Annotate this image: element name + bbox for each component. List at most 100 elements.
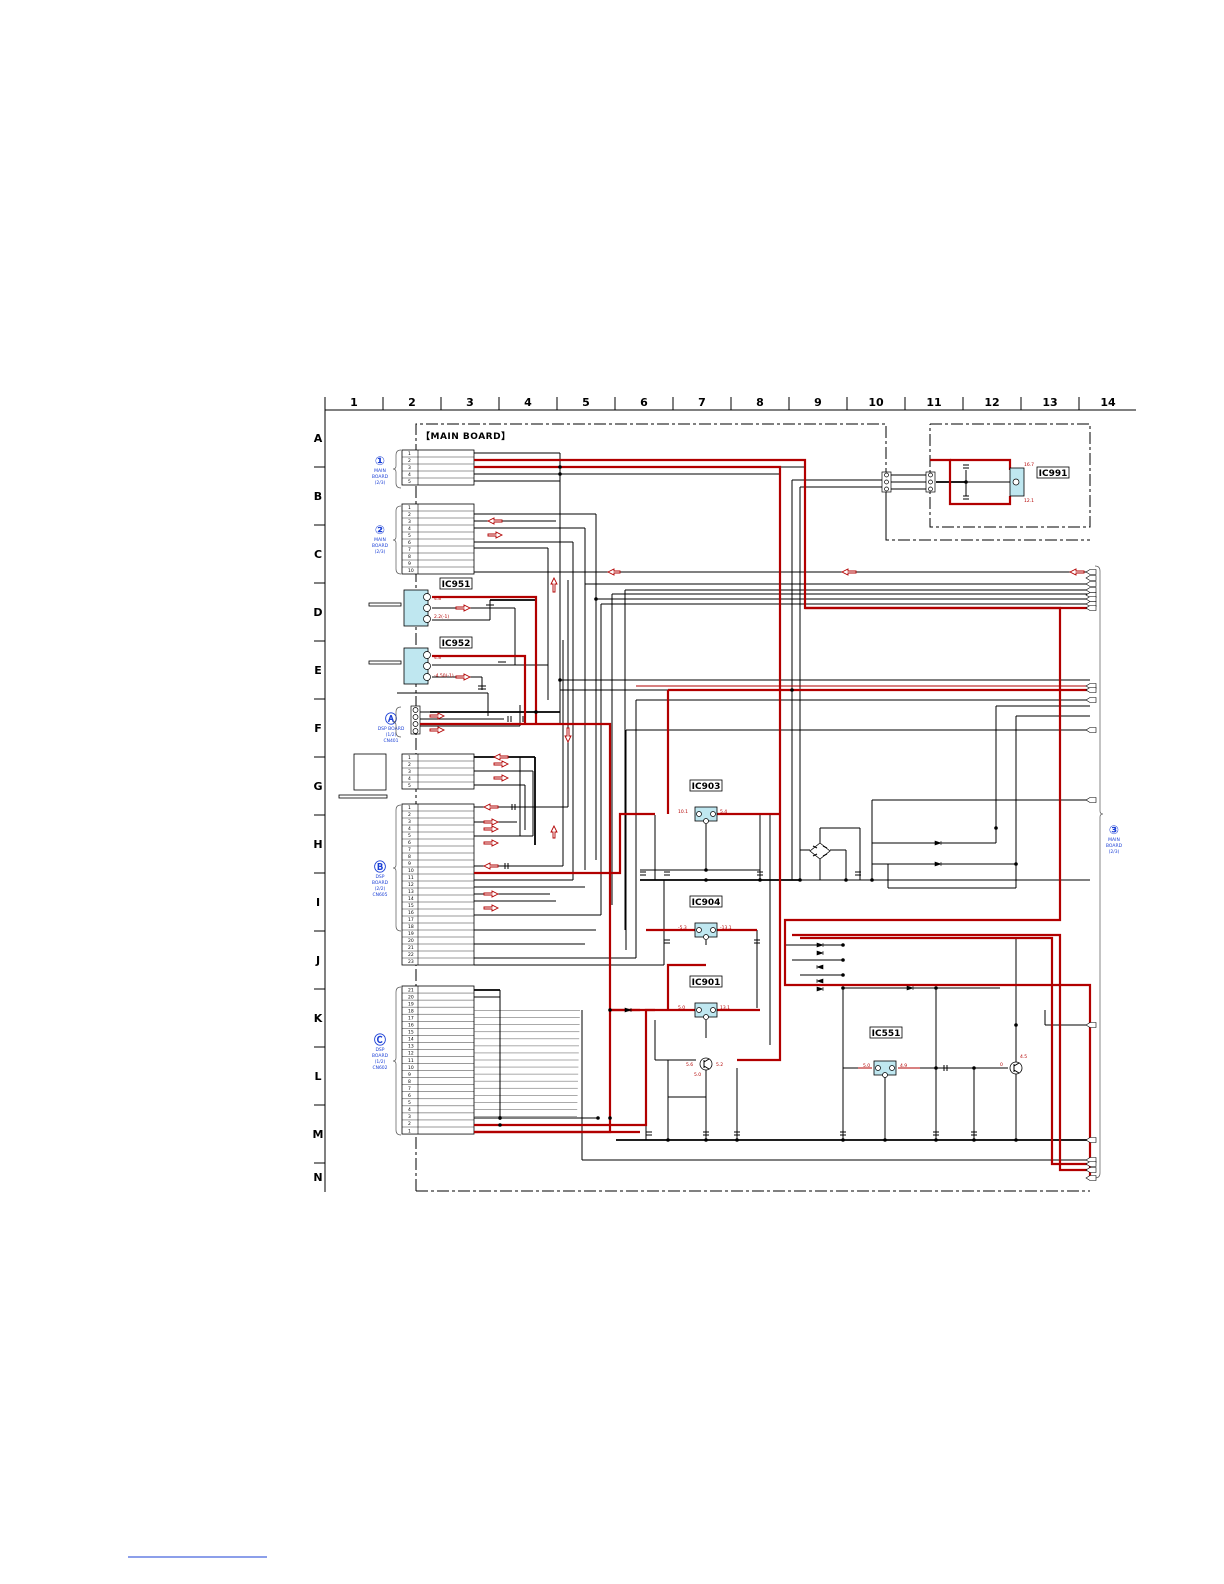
pin-number: 13 — [408, 1044, 414, 1050]
pin-number: 17 — [408, 917, 414, 923]
grid-frame — [314, 397, 1136, 1192]
svg-text:BOARD: BOARD — [372, 1053, 389, 1059]
pin-number: 20 — [408, 938, 414, 944]
svg-text:IC903: IC903 — [692, 782, 721, 792]
svg-text:IC551: IC551 — [872, 1029, 901, 1039]
svg-text:DSP: DSP — [375, 1047, 384, 1053]
svg-text:CN602: CN602 — [372, 1065, 387, 1071]
svg-text:(2/3): (2/3) — [375, 549, 386, 555]
grid-col-label: 9 — [814, 396, 822, 409]
connector-3-terminal[interactable] — [1085, 727, 1097, 733]
transistor-q551[interactable]: 0 4.5 — [1000, 1054, 1027, 1075]
grid-row-label: C — [314, 548, 322, 561]
pin-number: 16 — [408, 1023, 414, 1029]
pin-number: 3 — [408, 819, 411, 825]
connector-3-terminal[interactable] — [1085, 1167, 1097, 1173]
grid-col-label: 5 — [582, 396, 590, 409]
connector-3-terminal[interactable] — [1085, 687, 1097, 693]
pin-number: 4 — [408, 826, 411, 832]
pin-number: 3 — [408, 465, 411, 471]
svg-text:IC991: IC991 — [1039, 469, 1068, 479]
svg-text:(2/2): (2/2) — [375, 886, 386, 892]
svg-text:5.4: 5.4 — [720, 809, 727, 815]
pin-number: 6 — [408, 540, 411, 546]
svg-text:4.5: 4.5 — [1020, 1054, 1027, 1060]
grid-row-label: I — [316, 896, 320, 909]
connector-3-terminal[interactable] — [1085, 605, 1097, 611]
pin-number: 1 — [408, 451, 411, 457]
transistor-q901[interactable]: 5.6 5.2 5.0 — [686, 1057, 723, 1078]
pin-number: 11 — [408, 875, 414, 881]
svg-text:(1/2): (1/2) — [386, 732, 397, 738]
grid-col-label: 4 — [524, 396, 532, 409]
pin-number: 9 — [408, 561, 411, 567]
grid-row-label: K — [314, 1012, 323, 1025]
svg-text:MAIN: MAIN — [1108, 837, 1120, 843]
pin-number: 22 — [408, 952, 414, 958]
svg-text:4.8: 4.8 — [434, 655, 441, 661]
svg-text:MAIN: MAIN — [374, 468, 386, 474]
pin-number: 2 — [408, 812, 411, 818]
svg-text:③: ③ — [1109, 823, 1119, 837]
pin-number: 5 — [408, 1100, 411, 1106]
pin-number: 7 — [408, 1086, 411, 1092]
grid-col-label: 7 — [698, 396, 706, 409]
connector-3-terminal[interactable] — [1085, 1161, 1097, 1167]
pin-number: 15 — [408, 1030, 414, 1036]
svg-text:Ⓑ: Ⓑ — [374, 859, 386, 874]
connector-3-terminal[interactable] — [1085, 1022, 1097, 1028]
connector-3-terminal[interactable] — [1085, 1175, 1097, 1181]
pin-number: 16 — [408, 910, 414, 916]
grid-row-label: E — [314, 664, 322, 677]
ic991[interactable]: IC991 16.7 12.1 — [881, 462, 1070, 504]
svg-text:IC951: IC951 — [442, 580, 471, 590]
connector-3-terminal[interactable] — [1085, 587, 1097, 593]
g-module — [338, 602, 402, 799]
svg-text:DSP: DSP — [375, 874, 384, 880]
pin-number: 1 — [408, 505, 411, 511]
pin-number: 18 — [408, 1008, 414, 1014]
ic903[interactable]: IC903 10.1 5.4 — [678, 779, 727, 824]
grid-row-label: H — [313, 838, 322, 851]
connector-3-terminal[interactable] — [1085, 697, 1097, 703]
connector-3-terminal[interactable] — [1085, 581, 1097, 587]
ic951[interactable]: IC951 4.8 2.2(-1) — [403, 577, 473, 627]
connector-3-terminals[interactable] — [1085, 569, 1097, 1181]
pin-number: 12 — [408, 1051, 414, 1057]
svg-text:Ⓒ: Ⓒ — [374, 1032, 386, 1047]
pin-number: 1 — [408, 805, 411, 811]
svg-text:IC952: IC952 — [442, 639, 471, 649]
svg-text:①: ① — [375, 454, 385, 468]
connector-3-terminal[interactable] — [1085, 797, 1097, 803]
connector-brackets — [392, 449, 1104, 1179]
power-traces[interactable] — [420, 458, 1092, 1178]
connector-3-terminal[interactable] — [1085, 569, 1097, 575]
ic901[interactable]: IC901 5.0 13.1 — [678, 975, 730, 1020]
svg-text:(1/2): (1/2) — [375, 1059, 386, 1065]
grid-row-label: N — [313, 1171, 322, 1184]
pin-number: 4 — [408, 1107, 411, 1113]
svg-text:5.0: 5.0 — [694, 1072, 701, 1078]
grid-col-label: 3 — [466, 396, 474, 409]
svg-text:IC901: IC901 — [692, 978, 721, 988]
connector-3-terminal[interactable] — [1085, 1137, 1097, 1143]
pin-number: 18 — [408, 924, 414, 930]
connector-c-label: Ⓒ DSP BOARD (1/2) CN602 — [372, 1032, 389, 1071]
bridge-rectifier[interactable] — [809, 842, 831, 860]
grid-col-label: 8 — [756, 396, 764, 409]
connector-3-terminal[interactable] — [1085, 575, 1097, 581]
ic952[interactable]: IC952 4.8 -4.50(-1) — [403, 636, 473, 685]
grid-col-label: 14 — [1100, 396, 1116, 409]
pin-number: 10 — [408, 568, 414, 574]
ic551[interactable]: IC551 5.0 4.9 — [863, 1026, 907, 1078]
svg-text:0: 0 — [1000, 1062, 1003, 1068]
pin-number: 17 — [408, 1015, 414, 1021]
pin-number: 4 — [408, 776, 411, 782]
pin-number: 7 — [408, 847, 411, 853]
ic904[interactable]: IC904 -5.3 -13.1 — [678, 895, 732, 940]
svg-text:-4.50(-1): -4.50(-1) — [434, 673, 454, 679]
svg-text:DSP BOARD: DSP BOARD — [378, 726, 405, 732]
pin-number: 11 — [408, 1058, 414, 1064]
connector-3-terminal[interactable] — [1085, 596, 1097, 602]
